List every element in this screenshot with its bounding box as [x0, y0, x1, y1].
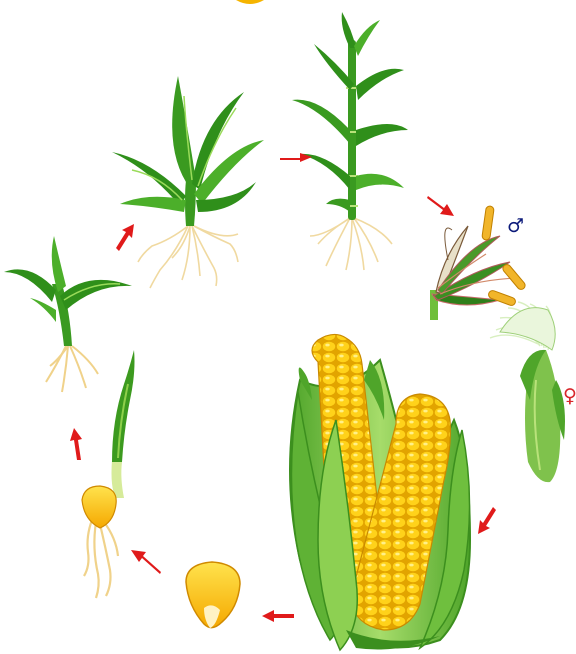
arrow-silk-to-cob — [478, 507, 496, 534]
cropped-object-top — [236, 0, 264, 4]
arrow-seed-to-seedling — [70, 428, 82, 460]
silk-ear-icon: ♀ — [490, 302, 576, 482]
corn-kernel-icon — [186, 562, 240, 628]
arrow-cob-to-kernel — [262, 610, 294, 622]
young-corn-plant-icon — [112, 76, 264, 288]
germinating-seed-icon — [82, 350, 135, 598]
corn-cob-icon — [290, 334, 470, 650]
arrow-mature-to-tassel — [427, 196, 454, 216]
arrow-kernel-to-seed — [131, 550, 161, 574]
tassel-flower-icon: ♂ — [430, 206, 527, 320]
arrow-seedling-to-young-plant — [116, 224, 134, 251]
female-symbol: ♀ — [563, 385, 576, 407]
seedling-icon — [4, 236, 132, 392]
male-symbol: ♂ — [507, 215, 524, 237]
mature-corn-plant-icon — [292, 12, 408, 270]
